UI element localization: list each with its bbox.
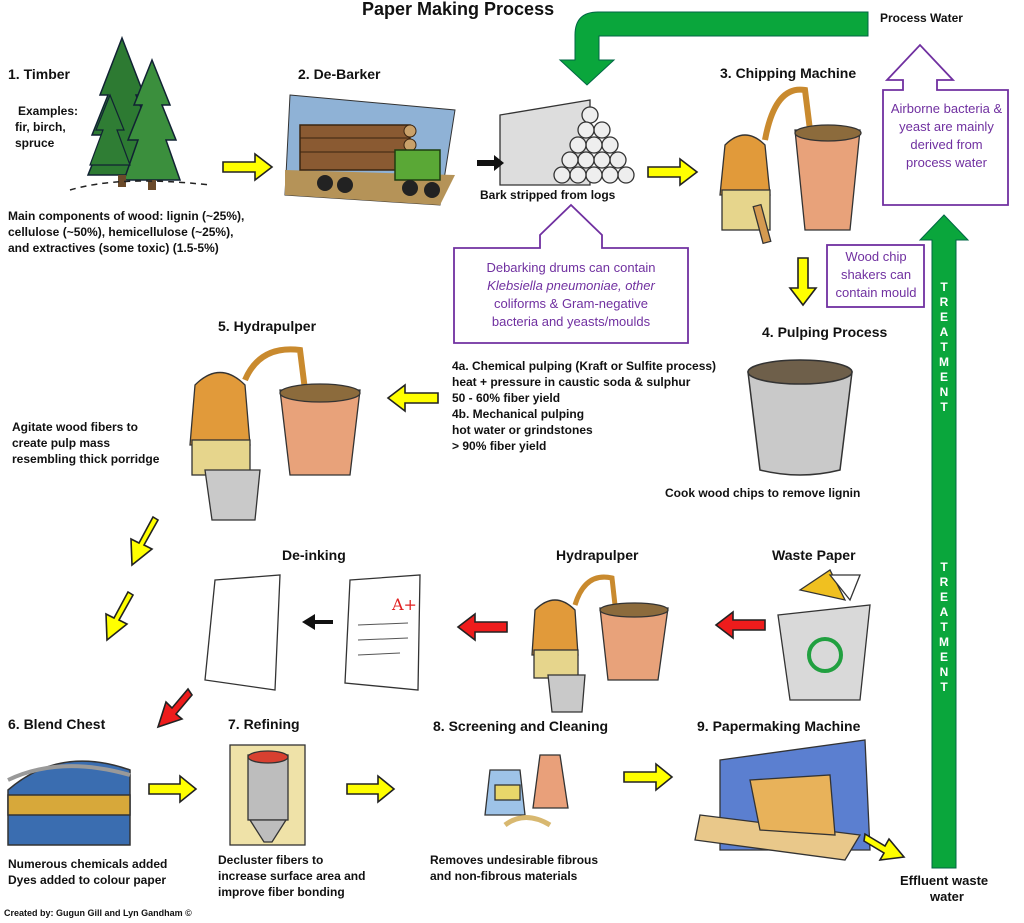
pulping-detail: heat + pressure in caustic soda & sulphu… — [452, 375, 691, 389]
pulping-detail: > 90% fiber yield — [452, 439, 547, 453]
debarker-caption: Bark stripped from logs — [480, 188, 616, 202]
recycle-hydrapulper-label: Hydrapulper — [556, 547, 639, 563]
timber-components: Main components of wood: lignin (~25%), — [8, 209, 245, 223]
cleaning-bottles-icon — [484, 754, 569, 828]
refining-label: 7. Refining — [228, 716, 300, 732]
process-water-note: Airborne bacteria & yeast are mainly der… — [890, 101, 1003, 170]
timber-example: spruce — [15, 136, 55, 150]
refining-caption: Decluster fibers to — [218, 853, 324, 867]
black-arrow — [477, 155, 504, 171]
page-title: Paper Making Process — [362, 0, 555, 19]
flow-arrow — [647, 157, 699, 187]
chipping-callout-box — [826, 244, 925, 308]
timber-examples-title: Examples: — [18, 104, 79, 118]
screening-caption: Removes undesirable fibrous — [430, 853, 599, 867]
effluent-label: Effluent waste — [900, 873, 989, 888]
hydrapulper-icon — [189, 346, 361, 521]
treatment-arrow — [918, 214, 970, 869]
refining-caption: improve fiber bonding — [218, 885, 345, 899]
flow-arrow — [788, 257, 818, 307]
pulping-label: 4. Pulping Process — [762, 324, 888, 340]
timber-components: cellulose (~50%), hemicellulose (~25%), — [8, 225, 234, 239]
log-pile-icon — [499, 99, 635, 186]
recycle-arrow — [156, 687, 193, 729]
papermaking-machine-icon — [694, 739, 871, 861]
hydrapulper-label: 5. Hydrapulper — [218, 318, 317, 334]
black-arrow — [302, 614, 333, 630]
chipping-machine-icon — [719, 86, 862, 245]
logging-truck-icon — [284, 94, 456, 206]
hydrapulper-caption: resembling thick porridge — [12, 452, 160, 466]
waste-paper-label: Waste Paper — [772, 547, 856, 563]
process-water-arrow — [558, 11, 869, 86]
chipping-note: Wood chip shakers can contain mould — [835, 249, 917, 300]
flow-arrow — [105, 590, 135, 642]
hydrapulper-caption: create pulp mass — [12, 436, 111, 450]
deinking-label: De-inking — [282, 547, 346, 563]
pulping-detail: 50 - 60% fiber yield — [452, 391, 561, 405]
inked-paper-icon: A+ — [344, 574, 421, 691]
blend-chest-label: 6. Blend Chest — [8, 716, 106, 732]
refining-caption: increase surface area and — [218, 869, 366, 883]
papermaking-label: 9. Papermaking Machine — [697, 718, 861, 734]
refining-silo-icon — [229, 744, 306, 846]
screening-label: 8. Screening and Cleaning — [433, 718, 609, 734]
timber-label: 1. Timber — [8, 66, 70, 82]
pulping-detail: hot water or grindstones — [452, 423, 593, 437]
hydrapulper-caption: Agitate wood fibers to — [12, 420, 138, 434]
pulp-bucket-icon — [747, 359, 853, 476]
blank-paper-icon — [204, 574, 281, 691]
pulping-caption: Cook wood chips to remove lignin — [665, 486, 861, 500]
blend-chest-icon — [7, 760, 131, 846]
svg-text:A+: A+ — [391, 595, 417, 614]
flow-arrow — [623, 762, 674, 792]
recycle-bin-icon — [777, 569, 871, 701]
credit: Created by: Gugun Gill and Lyn Gandham © — [4, 908, 192, 918]
recycle-arrow — [456, 612, 508, 642]
blend-chest-caption: Dyes added to colour paper — [8, 873, 167, 887]
chipping-label: 3. Chipping Machine — [720, 65, 857, 81]
pulping-detail: 4a. Chemical pulping (Kraft or Sulfite p… — [452, 359, 717, 373]
blend-chest-caption: Numerous chemicals added — [8, 857, 168, 871]
recycle-arrow — [714, 610, 766, 640]
treatment-label: TREATMENT — [939, 280, 949, 414]
trees-icon — [69, 35, 211, 191]
treatment-label: TREATMENT — [939, 560, 949, 694]
flow-arrow — [386, 383, 439, 413]
hydrapulper-icon — [531, 574, 669, 713]
debarker-note: Debarking drums can contain Klebsiella p… — [486, 260, 656, 329]
timber-example: fir, birch, — [15, 120, 66, 134]
process-water-label: Process Water — [880, 11, 963, 25]
process-water-callout-box — [882, 43, 1009, 206]
flow-arrow — [130, 515, 160, 567]
flow-arrow — [346, 774, 396, 804]
debarker-label: 2. De-Barker — [298, 66, 381, 82]
debarker-callout-box — [453, 203, 689, 344]
effluent-label: water — [930, 889, 964, 904]
screening-caption: and non-fibrous materials — [430, 869, 578, 883]
timber-components: and extractives (some toxic) (1.5-5%) — [8, 241, 219, 255]
flow-arrow — [222, 152, 274, 182]
flow-arrow — [148, 774, 198, 804]
pulping-detail: 4b. Mechanical pulping — [452, 407, 585, 421]
flow-arrow — [863, 832, 906, 861]
